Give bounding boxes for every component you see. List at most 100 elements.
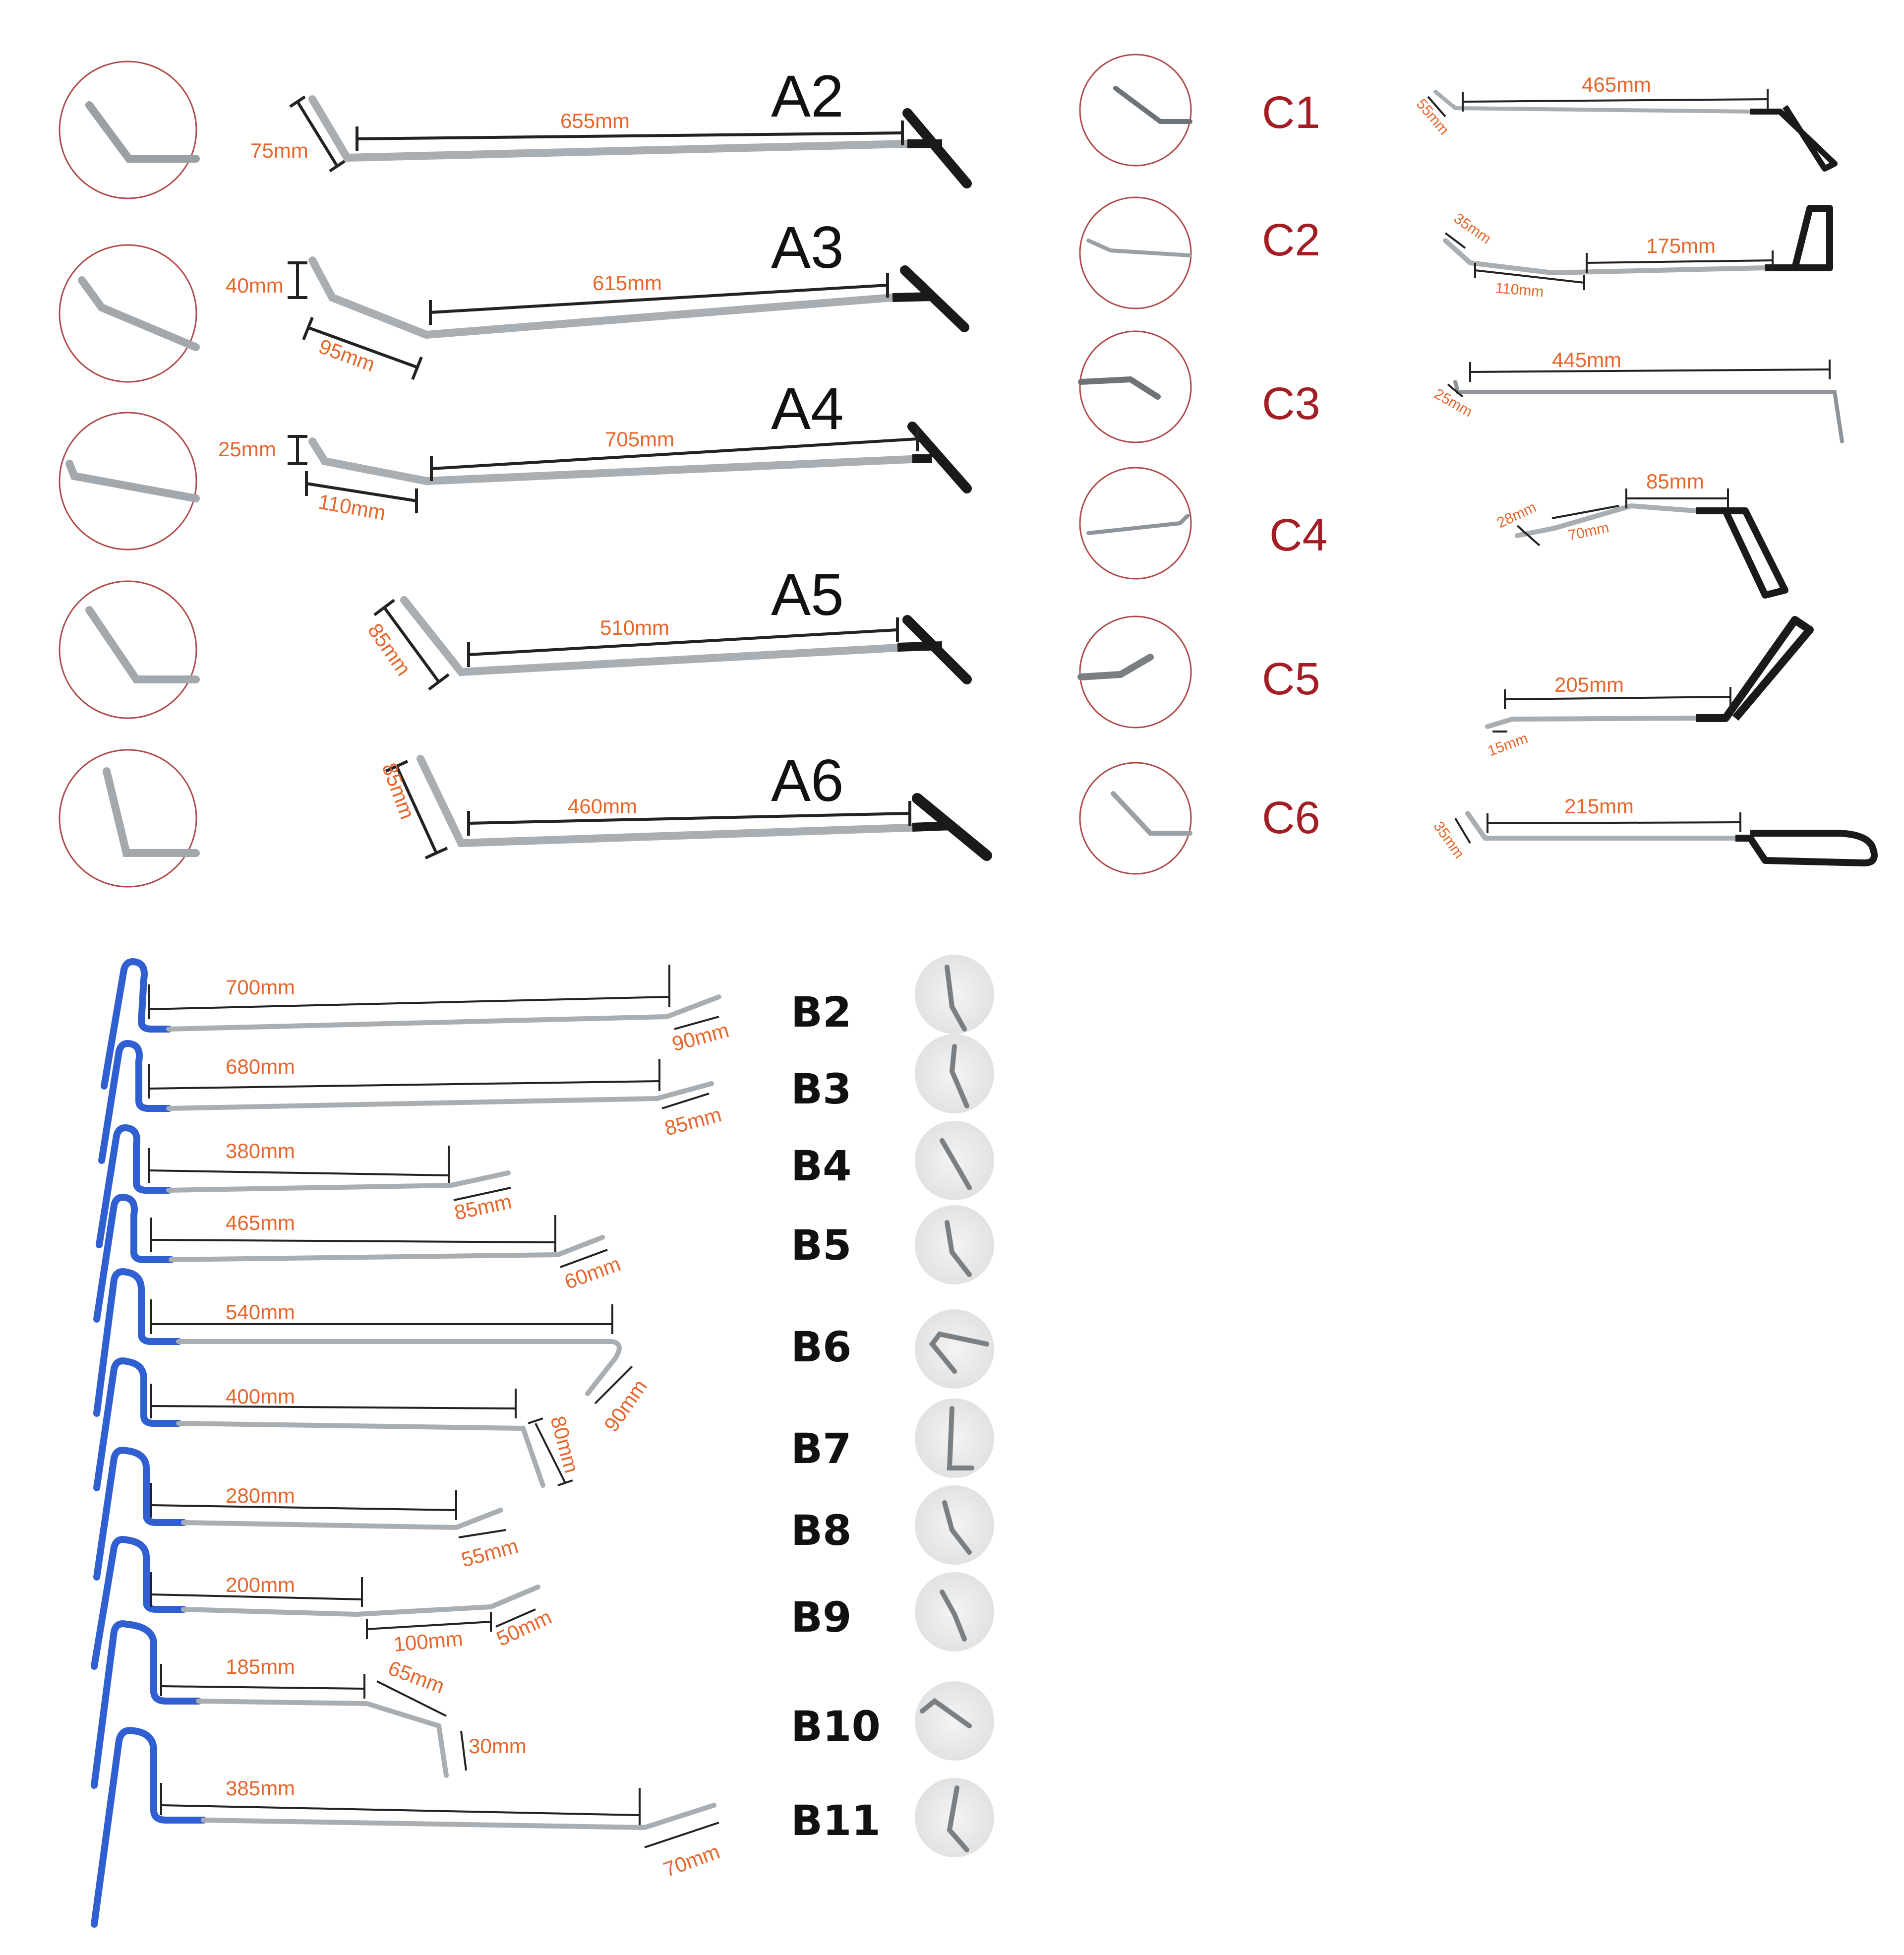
dimension-label: 35mm <box>1430 818 1467 861</box>
dimension-label: 28mm <box>1494 499 1539 531</box>
dimension-label: 80mm <box>546 1413 584 1475</box>
tool-c4: C4 85mm 28mm 70mm <box>1079 467 1788 599</box>
dimension-label: 30mm <box>469 1734 527 1758</box>
dimension-label: 90mm <box>669 1018 731 1056</box>
tool-b11: 385mm 70mm B11 <box>160 1776 994 1881</box>
tool-label: B3 <box>791 1065 851 1113</box>
dimension-label: 280mm <box>226 1484 295 1507</box>
tool-a5: A5 85mm 510mm <box>59 561 972 719</box>
dimension-label: 85mm <box>662 1102 724 1140</box>
dimension-label: 655mm <box>560 109 630 132</box>
tool-a2: A2 75mm 655mm <box>59 61 972 199</box>
tool-c6: C6 215mm 35mm <box>1079 762 1878 875</box>
tool-label: B11 <box>791 1796 881 1845</box>
tip-detail-circle <box>1078 330 1192 443</box>
dimension-label: 215mm <box>1564 794 1634 818</box>
tip-detail-circle <box>915 1309 994 1389</box>
rod <box>176 1339 622 1396</box>
rod <box>196 1699 449 1778</box>
dimension-label: 385mm <box>226 1776 295 1800</box>
tool-label: C3 <box>1262 378 1320 429</box>
dimension-label: 70mm <box>660 1839 723 1881</box>
dimension-label: 75mm <box>250 139 308 162</box>
dimension-label: 85mm <box>1646 470 1704 493</box>
rod <box>1485 616 1814 729</box>
dimension-lines <box>1427 89 1769 118</box>
dimension-label: 705mm <box>605 428 674 451</box>
rod <box>201 1803 716 1831</box>
rod <box>169 1235 605 1262</box>
dimension-lines <box>1444 232 1774 290</box>
dimension-label: 680mm <box>226 1055 295 1078</box>
tip-detail-circle <box>59 580 200 719</box>
rod <box>308 256 969 339</box>
tool-label: B2 <box>791 988 851 1037</box>
dimension-lines <box>1454 812 1741 844</box>
tip-detail-circle <box>915 1121 994 1200</box>
dimension-lines <box>1516 489 1729 547</box>
a-series: A2 75mm 655mm A3 40mm 615mm 95mm <box>59 61 992 888</box>
tool-b7: 400mm 80mm B7 <box>150 1384 994 1488</box>
dimension-lines <box>148 1146 511 1201</box>
dimension-label: 540mm <box>226 1300 295 1324</box>
dimension-label: 175mm <box>1646 234 1716 257</box>
rod <box>166 1081 714 1111</box>
rod <box>416 755 992 861</box>
tool-c2: C2 175mm 35mm 110mm <box>1079 196 1833 309</box>
dimension-label: 25mm <box>218 437 276 461</box>
tip-detail-circle <box>59 61 200 199</box>
tool-label: B8 <box>791 1506 851 1555</box>
dimension-lines <box>288 261 889 380</box>
tip-detail-circle <box>915 1572 994 1651</box>
dimension-label: 460mm <box>568 794 637 818</box>
tool-b5: 465mm 60mm B5 <box>150 1205 994 1293</box>
tip-detail-circle <box>915 955 994 1034</box>
dimension-label: 400mm <box>226 1385 295 1408</box>
dimension-lines <box>148 965 719 1030</box>
dimension-lines <box>373 599 899 691</box>
tool-label: A6 <box>771 747 844 814</box>
dimension-label: 15mm <box>1486 730 1530 760</box>
dimension-lines <box>160 1783 719 1848</box>
tip-detail-circle <box>1079 467 1192 580</box>
dimension-label: 510mm <box>600 616 669 639</box>
dimension-label: 445mm <box>1552 348 1621 371</box>
b-series: 700mm 90mm B2 680mm 85mm B3 <box>91 955 994 1928</box>
tip-detail-circle <box>59 749 200 888</box>
tool-label: C5 <box>1262 654 1320 704</box>
tool-label: A2 <box>771 63 844 129</box>
dimension-label: 110mm <box>1494 280 1544 300</box>
dimension-label: 185mm <box>226 1655 295 1678</box>
tip-detail-circle <box>915 1681 994 1761</box>
dimension-label: 700mm <box>226 976 295 999</box>
dimension-label: 55mm <box>459 1534 521 1572</box>
dimension-lines <box>385 760 911 859</box>
tool-b4: 380mm 85mm B4 <box>148 1121 994 1224</box>
dimension-label: 50mm <box>493 1605 555 1650</box>
dimension-lines <box>148 1059 710 1109</box>
dimension-label: 85mm <box>363 619 416 680</box>
dimension-lines <box>288 427 919 513</box>
dimension-lines <box>150 1483 506 1538</box>
tool-label: B6 <box>791 1323 851 1371</box>
dimension-label: 85mm <box>452 1190 514 1224</box>
dimension-label: 40mm <box>226 274 284 297</box>
tool-label: B7 <box>791 1424 851 1473</box>
dimension-lines <box>150 1215 608 1268</box>
tool-b8: 280mm 55mm B8 <box>150 1483 994 1572</box>
tool-c5: C5 205mm 15mm <box>1077 615 1814 760</box>
tool-b6: 540mm 90mm B6 <box>150 1299 994 1436</box>
rod <box>308 95 972 188</box>
dimension-label: 465mm <box>1582 73 1651 96</box>
tool-b3: 680mm 85mm B3 <box>148 1034 994 1140</box>
dimension-label: 60mm <box>561 1252 624 1293</box>
tip-detail-circle <box>915 1485 994 1565</box>
rod <box>308 422 972 493</box>
tool-label: A3 <box>771 214 844 281</box>
rod <box>1515 503 1788 599</box>
dimension-label: 380mm <box>226 1139 295 1162</box>
dimension-lines <box>1492 687 1731 733</box>
tool-c1: C1 465mm 55mm <box>1079 54 1838 172</box>
rod <box>166 994 721 1032</box>
